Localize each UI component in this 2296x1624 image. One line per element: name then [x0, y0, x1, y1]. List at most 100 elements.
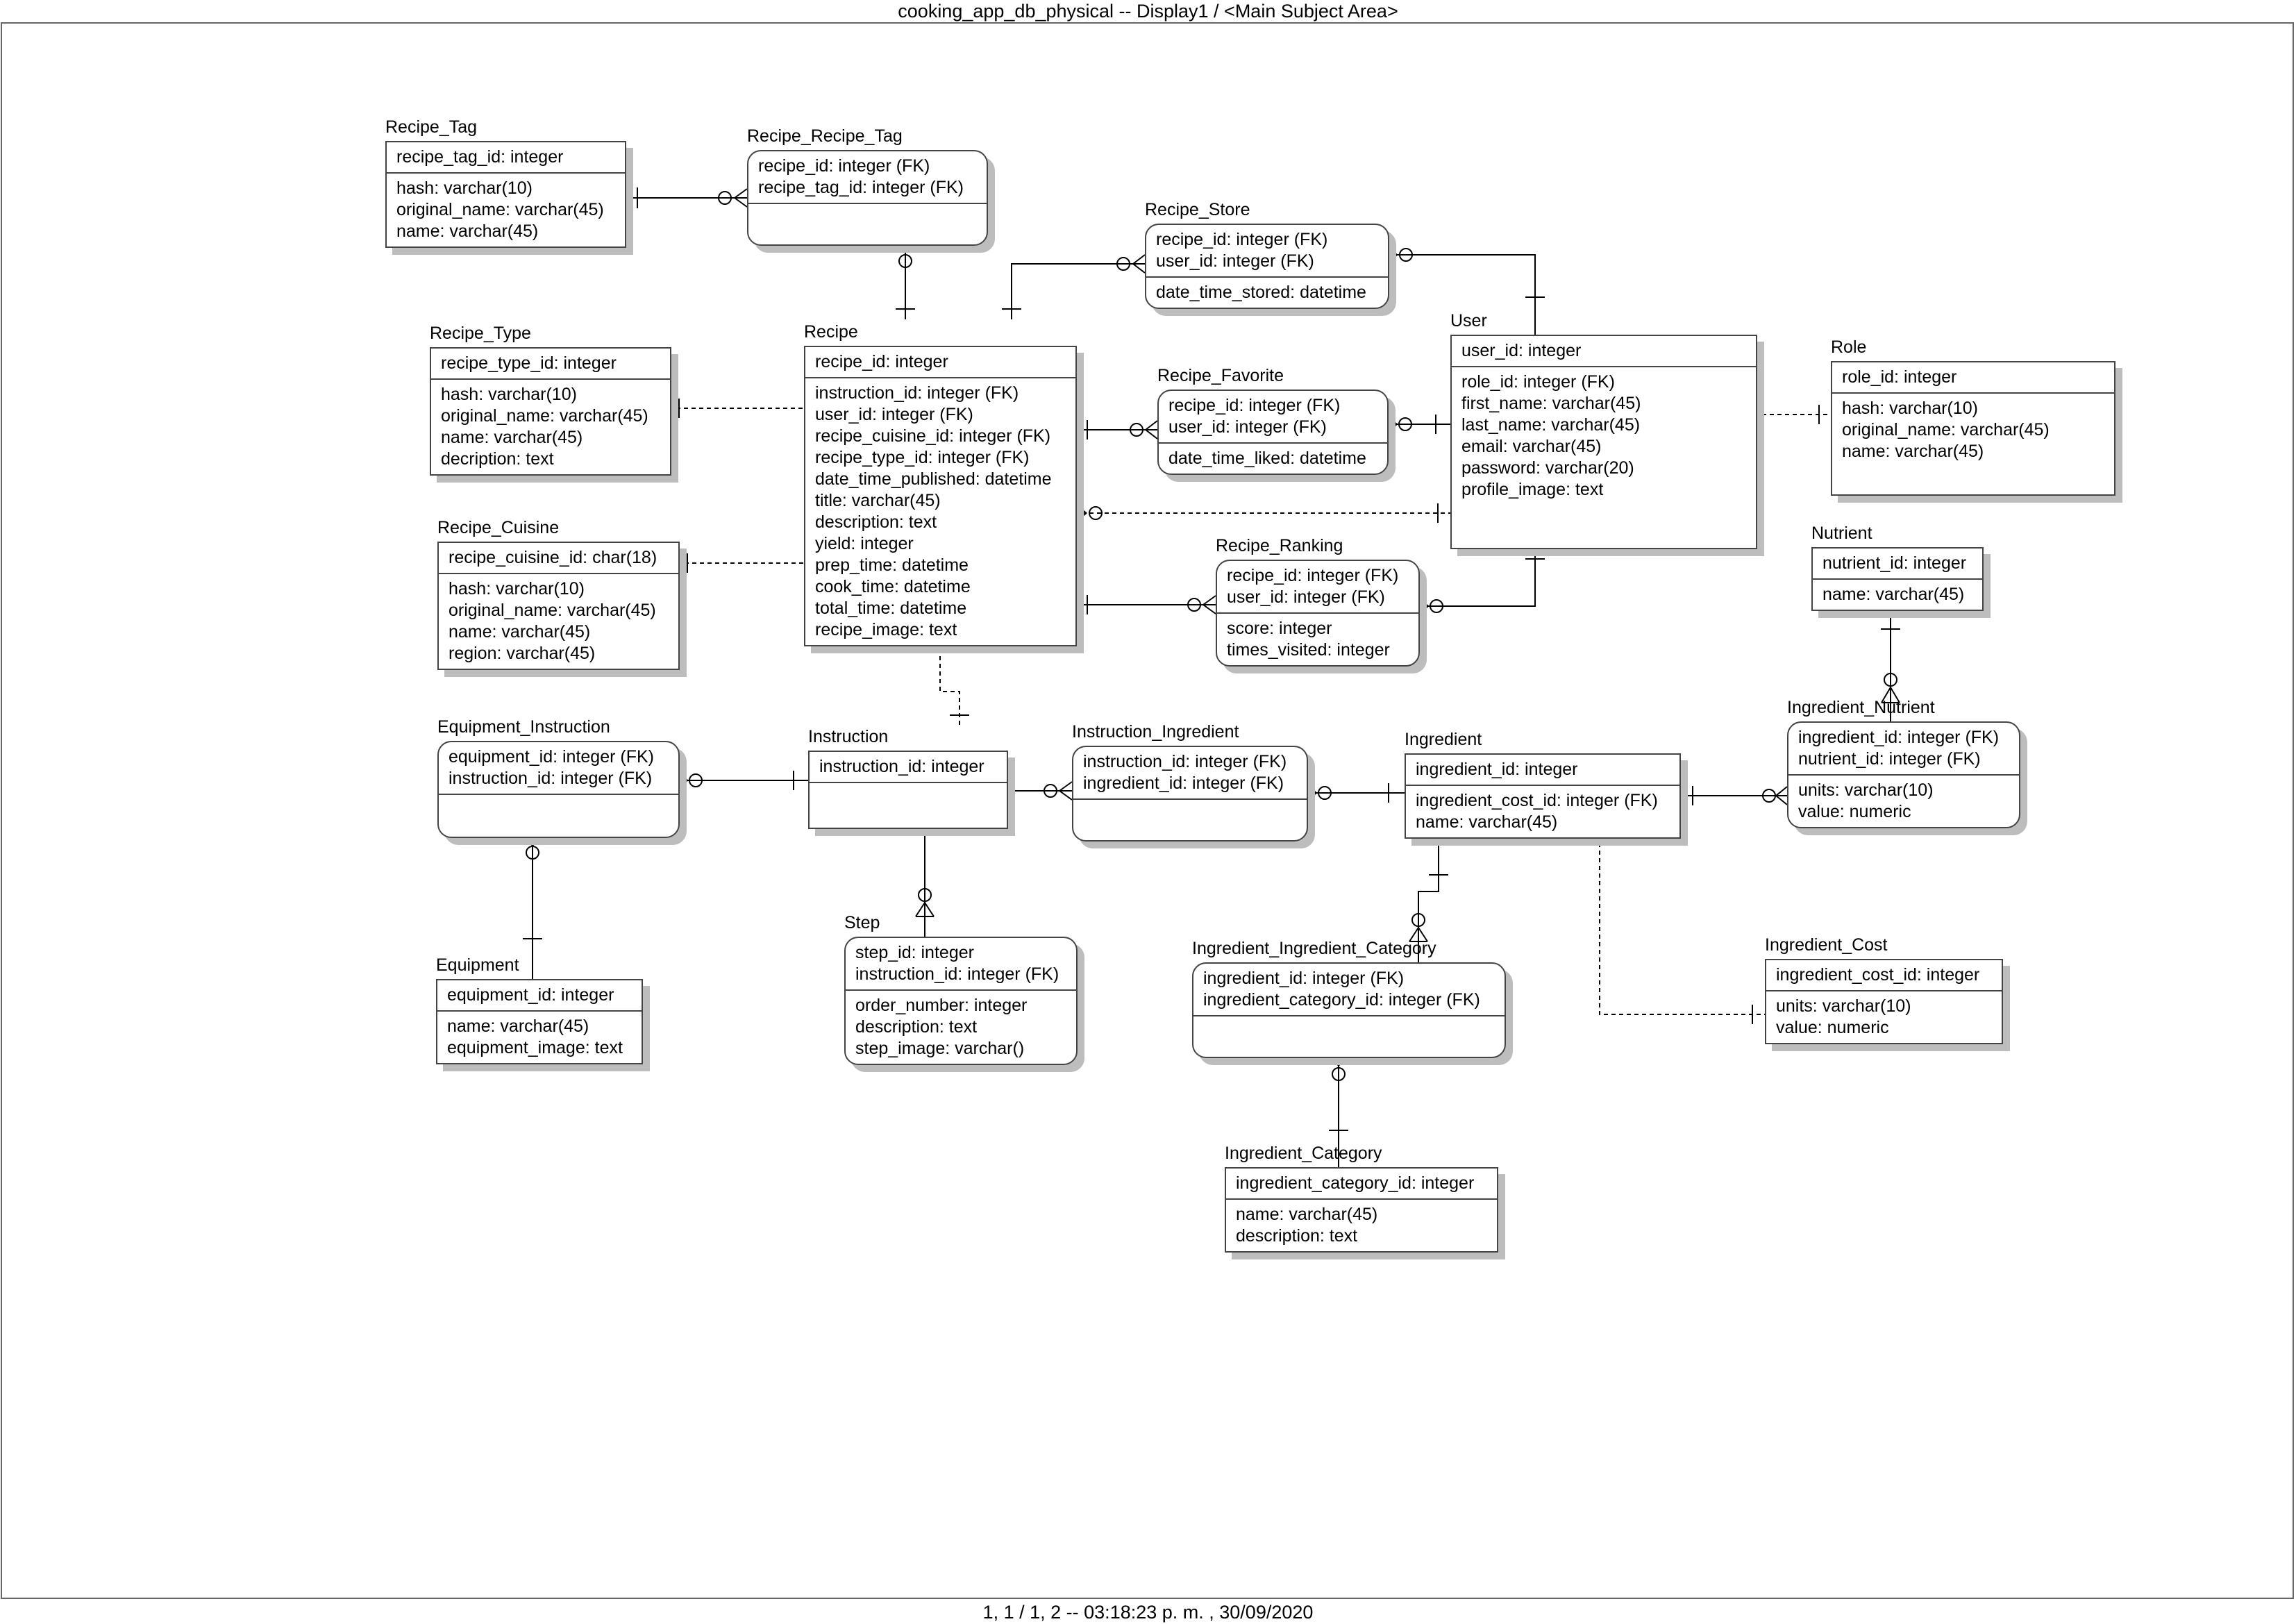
entity-name: Nutrient — [1811, 524, 1872, 543]
entity-box: instruction_id: integer — [808, 751, 1008, 829]
rel-recipe-cuisine-recipe — [677, 553, 804, 573]
key-section: nutrient_id: integer — [1813, 549, 1982, 580]
key-attribute: instruction_id: integer (FK) — [449, 769, 653, 788]
key-attribute: equipment_id: integer (FK) — [449, 747, 654, 767]
attribute-section — [810, 783, 1007, 792]
attribute-section — [748, 204, 987, 212]
key-section: ingredient_cost_id: integer — [1766, 960, 2002, 991]
rel-ingredient-instruction-ingredient — [1305, 783, 1405, 803]
attribute: score: integer — [1227, 619, 1332, 638]
attribute-section: units: varchar(10)value: numeric — [1788, 776, 2019, 827]
key-attribute: ingredient_id: integer (FK) — [1798, 728, 2000, 747]
attribute-section: ingredient_cost_id: integer (FK)name: va… — [1406, 786, 1679, 837]
attribute: name: varchar(45) — [1842, 442, 1984, 461]
attribute: name: varchar(45) — [447, 1016, 589, 1036]
key-section: instruction_id: integer (FK)ingredient_i… — [1073, 747, 1307, 800]
rel-recipe-recipe-store — [1002, 254, 1146, 319]
entity-box: instruction_id: integer (FK)ingredient_i… — [1072, 746, 1308, 842]
entity-nutrient[interactable]: Nutrient nutrient_id: integer name: varcha… — [1811, 524, 1984, 611]
entity-name: Ingredient — [1405, 730, 1482, 749]
attribute: title: varchar(45) — [815, 491, 941, 510]
attribute: hash: varchar(10) — [449, 579, 585, 598]
rel-user-recipe-ranking — [1416, 546, 1545, 616]
key-section: ingredient_id: integer (FK)nutrient_id: … — [1788, 723, 2019, 776]
entity-name: Ingredient_Nutrient — [1787, 698, 1935, 717]
key-attribute: ingredient_category_id: integer (FK) — [1203, 990, 1480, 1010]
entity-box: ingredient_id: integer (FK)nutrient_id: … — [1787, 721, 2020, 828]
entity-box: recipe_id: integer (FK)user_id: integer … — [1157, 390, 1389, 475]
key-attribute: role_id: integer — [1842, 367, 1957, 387]
key-section: recipe_id: integer (FK)recipe_tag_id: in… — [748, 151, 987, 204]
key-section: ingredient_category_id: integer — [1226, 1169, 1497, 1200]
attribute: name: varchar(45) — [449, 622, 591, 642]
key-attribute: recipe_id: integer — [815, 352, 948, 371]
attribute-section: name: varchar(45)description: text — [1226, 1200, 1497, 1251]
attribute: yield: integer — [815, 534, 914, 553]
attribute: order_number: integer — [855, 996, 1028, 1015]
diagram-frame — [1, 22, 2294, 1599]
attribute: step_image: varchar() — [855, 1039, 1025, 1058]
attribute: name: varchar(45) — [441, 428, 583, 447]
attribute: recipe_type_id: integer (FK) — [815, 448, 1030, 467]
entity-instruction[interactable]: Instruction instruction_id: integer — [808, 727, 1008, 829]
attribute-section: hash: varchar(10)original_name: varchar(… — [1832, 394, 2114, 467]
entity-name: Equipment_Instruction — [437, 717, 610, 737]
entity-name: Recipe — [804, 322, 858, 342]
attribute-section: name: varchar(45)equipment_image: text — [437, 1012, 642, 1063]
key-section: recipe_id: integer (FK)user_id: integer … — [1159, 391, 1387, 444]
attribute: instruction_id: integer (FK) — [815, 383, 1019, 403]
attribute: name: varchar(45) — [1822, 585, 1965, 604]
key-attribute: recipe_id: integer (FK) — [1227, 566, 1399, 585]
attribute-section: instruction_id: integer (FK)user_id: int… — [805, 378, 1075, 645]
attribute-section — [1073, 800, 1307, 808]
attribute: value: numeric — [1776, 1018, 1889, 1037]
entity-recipe[interactable]: Recipe recipe_id: integer instruction_id: … — [804, 322, 1077, 646]
key-section: ingredient_id: integer — [1406, 755, 1679, 786]
attribute: name: varchar(45) — [1236, 1205, 1378, 1224]
attribute-section — [1193, 1016, 1505, 1025]
attribute: hash: varchar(10) — [441, 385, 577, 404]
rel-role-user — [1754, 405, 1831, 424]
attribute-section: date_time_stored: datetime — [1146, 278, 1388, 308]
attribute-section: date_time_liked: datetime — [1159, 444, 1387, 474]
entity-equipment-instruction[interactable]: Equipment_Instruction equipment_id: integ… — [437, 717, 680, 838]
key-attribute: step_id: integer — [855, 943, 974, 962]
key-section: role_id: integer — [1832, 362, 2114, 394]
rel-recipe-recipe-recipe-tag — [896, 242, 915, 319]
key-section: recipe_id: integer (FK)user_id: integer … — [1217, 561, 1418, 614]
attribute-section: units: varchar(10)value: numeric — [1766, 991, 2002, 1043]
attribute: value: numeric — [1798, 802, 1911, 821]
entity-ingredient-nutrient[interactable]: Ingredient_Nutrient ingredient_id: intege… — [1787, 698, 2020, 828]
key-attribute: ingredient_id: integer (FK) — [1083, 773, 1284, 793]
entity-box: recipe_id: integer (FK)user_id: integer … — [1216, 560, 1420, 667]
entity-box: ingredient_id: integer (FK)ingredient_ca… — [1192, 962, 1506, 1058]
rel-ingredient-ingredient-ingredient-category — [1409, 843, 1448, 962]
entity-name: Instruction — [808, 727, 889, 746]
entity-name: Step — [844, 913, 880, 932]
key-attribute: recipe_id: integer (FK) — [758, 156, 930, 176]
attribute-section: hash: varchar(10) original_name: varchar(… — [431, 380, 670, 474]
attribute: original_name: varchar(45) — [449, 601, 656, 620]
attribute: original_name: varchar(45) — [441, 406, 648, 426]
attribute: original_name: varchar(45) — [1842, 420, 2050, 440]
